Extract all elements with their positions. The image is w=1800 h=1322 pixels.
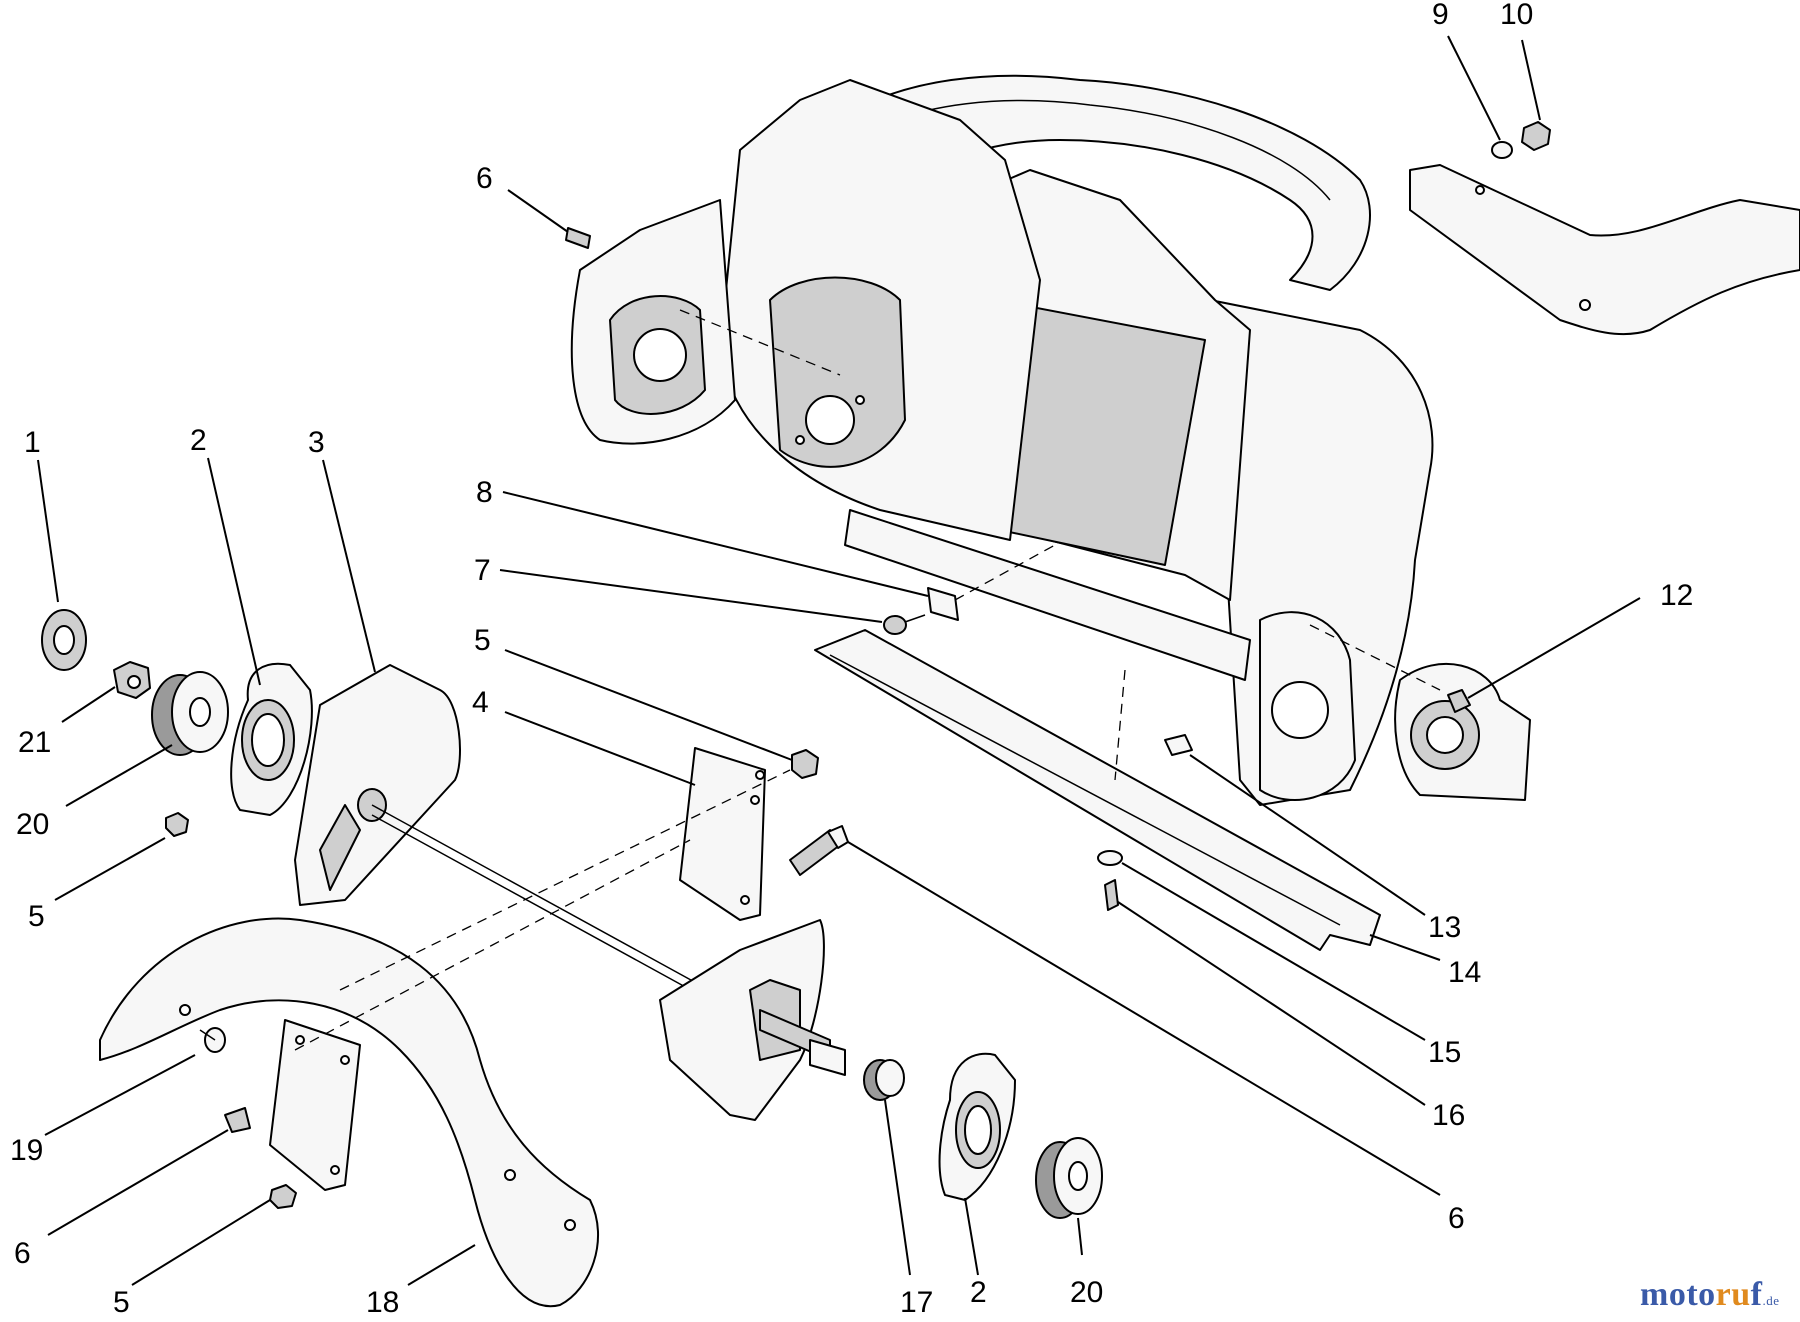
callout-5: 5 <box>113 1286 130 1319</box>
plate-8 <box>927 587 959 621</box>
callout-8: 8 <box>476 476 493 509</box>
bolt-16 <box>1104 879 1119 911</box>
callout-6: 6 <box>14 1237 31 1270</box>
callout-20: 20 <box>1070 1276 1103 1309</box>
auger-side-plate-right <box>659 919 825 1121</box>
callout-17: 17 <box>900 1286 933 1319</box>
callout-13: 13 <box>1428 911 1461 944</box>
bolt-6-left <box>224 1107 251 1133</box>
bolt-6-center <box>789 825 849 876</box>
callout-20: 20 <box>16 808 49 841</box>
carriage-bolt-19 <box>199 1027 226 1053</box>
callout-18: 18 <box>366 1286 399 1319</box>
spiral-bracket-left <box>269 1019 361 1191</box>
auger-spiral-18 <box>99 917 599 1308</box>
callout-21: 21 <box>18 726 51 759</box>
spiral-bracket-4 <box>679 747 766 921</box>
bolt-12 <box>1447 689 1471 713</box>
callout-6: 6 <box>1448 1202 1465 1235</box>
flange-2-right <box>938 1052 1016 1201</box>
callout-2: 2 <box>970 1276 987 1309</box>
logo-part-3: f <box>1750 1276 1763 1313</box>
callout-15: 15 <box>1428 1036 1461 1069</box>
callout-2: 2 <box>190 424 207 457</box>
nut-5-left-bottom <box>269 1184 297 1209</box>
callout-19: 19 <box>10 1134 43 1167</box>
shaft-end <box>759 1009 846 1076</box>
callout-labels: 1 2 3 21 20 5 19 6 5 18 17 2 20 6 16 15 … <box>10 0 1693 1319</box>
bearing-20-right <box>1035 1137 1103 1219</box>
logo-tld: .de <box>1762 1293 1780 1308</box>
callout-9: 9 <box>1432 0 1449 31</box>
bearing-20-left <box>151 671 229 756</box>
washer-1 <box>41 609 87 671</box>
callout-3: 3 <box>308 426 325 459</box>
auger-housing <box>570 74 1531 806</box>
scraper-bar <box>814 629 1381 951</box>
callout-5: 5 <box>28 900 45 933</box>
callout-7: 7 <box>474 554 491 587</box>
callout-1: 1 <box>24 426 41 459</box>
callout-12: 12 <box>1660 579 1693 612</box>
nut-5-top <box>791 749 819 779</box>
auger-side-plate-3-left <box>294 664 461 906</box>
callout-14: 14 <box>1448 956 1481 989</box>
washer-9 <box>1491 141 1513 159</box>
motoruf-logo: motoruf.de <box>1640 1278 1780 1312</box>
nut-5-left-mid <box>165 812 189 837</box>
callout-5: 5 <box>474 624 491 657</box>
callout-6: 6 <box>476 162 493 195</box>
bushing-17 <box>863 1059 905 1101</box>
bolt-7 <box>883 614 926 635</box>
auger-shaft <box>371 804 701 986</box>
logo-part-2: ru <box>1715 1276 1751 1313</box>
callout-4: 4 <box>472 686 489 719</box>
bolt-6-top <box>565 227 591 249</box>
callout-16: 16 <box>1432 1099 1465 1132</box>
leader-lines <box>37 35 1641 1286</box>
flange-2-left <box>230 662 313 816</box>
assembly-lines <box>294 309 1441 1051</box>
callout-10: 10 <box>1500 0 1533 31</box>
nut-21 <box>113 661 151 699</box>
chute-brace <box>1409 164 1800 336</box>
logo-part-1: moto <box>1640 1276 1716 1313</box>
washer-15 <box>1097 850 1123 866</box>
nut-10 <box>1521 121 1551 151</box>
plate-13 <box>1164 734 1193 756</box>
